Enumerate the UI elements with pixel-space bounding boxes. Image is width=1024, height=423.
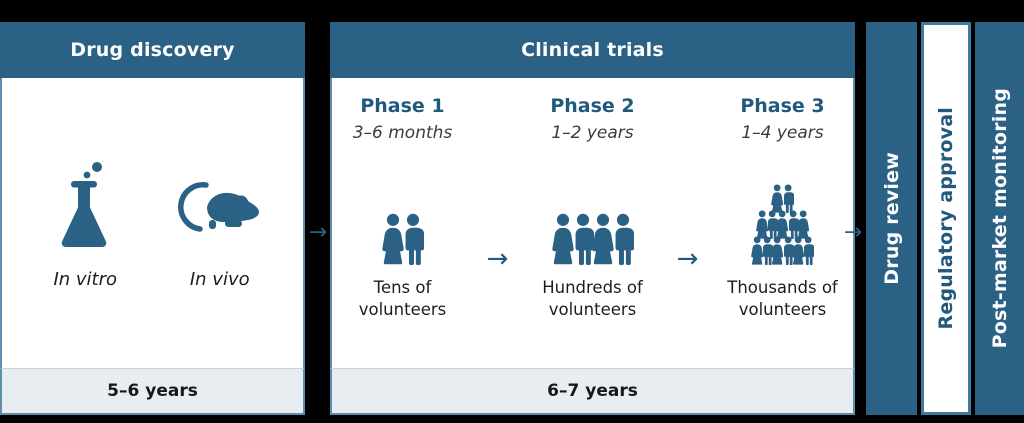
stage-header-drug-discovery: Drug discovery: [0, 22, 305, 78]
phase-duration-2: 1–2 years: [551, 122, 634, 143]
phase-3-figure-row-1: [771, 184, 794, 214]
stage-header-drug-review: Drug review: [880, 152, 903, 285]
phase-title-3: Phase 3: [740, 95, 825, 117]
phase-duration-3: 1–4 years: [741, 122, 824, 143]
phase-count-line2-2: volunteers: [548, 300, 637, 320]
clinical-phases: Phase 1 3–6 months Tens of volunteers → P…: [332, 78, 853, 368]
phase-count-line1-1: Tens of: [373, 277, 432, 297]
discovery-item-in-vitro: In vitro: [25, 157, 145, 290]
stage-drug-discovery: Drug discovery In vitro: [0, 22, 305, 415]
phase-1-figure-row-1: [381, 213, 424, 265]
phase-column-1: Phase 1 3–6 months Tens of volunteers: [332, 95, 478, 322]
phase-volunteer-count-1: Tens of volunteers: [359, 277, 447, 322]
phase-3-figure-row-2: [755, 210, 810, 240]
stage-header-regulatory-approval: Regulatory approval: [935, 107, 957, 330]
stage-drug-review: Drug review: [866, 22, 917, 415]
mouse-icon: [177, 157, 263, 247]
discovery-label-in-vitro: In vitro: [53, 268, 118, 290]
phase-figures-1: [381, 157, 424, 265]
stage-post-market-monitoring: Post-market monitoring: [975, 22, 1024, 415]
phase-volunteer-count-3: Thousands of volunteers: [727, 277, 837, 322]
phase-duration-1: 3–6 months: [352, 122, 453, 143]
connector-arrow-1: →: [308, 220, 328, 245]
stage-clinical-trials: Clinical trials Phase 1 3–6 months Tens …: [330, 22, 855, 415]
phase-title-2: Phase 2: [550, 95, 635, 117]
phase-3-figure-row-3: [750, 236, 815, 265]
stage-body-drug-discovery: In vitro In vivo: [0, 78, 305, 368]
connector-arrow-2: →: [843, 220, 863, 245]
phase-arrow-2: →: [676, 244, 699, 274]
discovery-item-in-vivo: In vivo: [160, 157, 280, 290]
phase-count-line2-3: volunteers: [738, 300, 827, 320]
phase-figures-2: [551, 157, 634, 265]
stage-regulatory-approval: Regulatory approval: [921, 22, 971, 415]
stage-header-post-market-monitoring: Post-market monitoring: [988, 88, 1011, 349]
discovery-label-in-vivo: In vivo: [189, 268, 250, 290]
phase-2-figure-row-1: [551, 213, 634, 265]
phase-column-2: Phase 2 1–2 years Hundreds of volunteers: [518, 95, 668, 322]
discovery-items: In vitro In vivo: [2, 78, 303, 368]
flask-icon: [51, 157, 119, 247]
stage-duration-drug-discovery: 5–6 years: [0, 368, 305, 415]
phase-column-3: Phase 3 1–4 years Thousands of volunteer…: [708, 95, 854, 322]
phase-count-line2-1: volunteers: [358, 300, 447, 320]
phase-arrow-1: →: [486, 244, 509, 274]
stage-duration-clinical-trials: 6–7 years: [330, 368, 855, 415]
stage-body-clinical-trials: Phase 1 3–6 months Tens of volunteers → P…: [330, 78, 855, 368]
phase-count-line1-2: Hundreds of: [542, 277, 643, 297]
phase-title-1: Phase 1: [360, 95, 445, 117]
phase-volunteer-count-2: Hundreds of volunteers: [542, 277, 643, 322]
phase-count-line1-3: Thousands of: [727, 277, 838, 297]
stage-header-clinical-trials: Clinical trials: [330, 22, 855, 78]
phase-figures-3: [750, 157, 815, 265]
